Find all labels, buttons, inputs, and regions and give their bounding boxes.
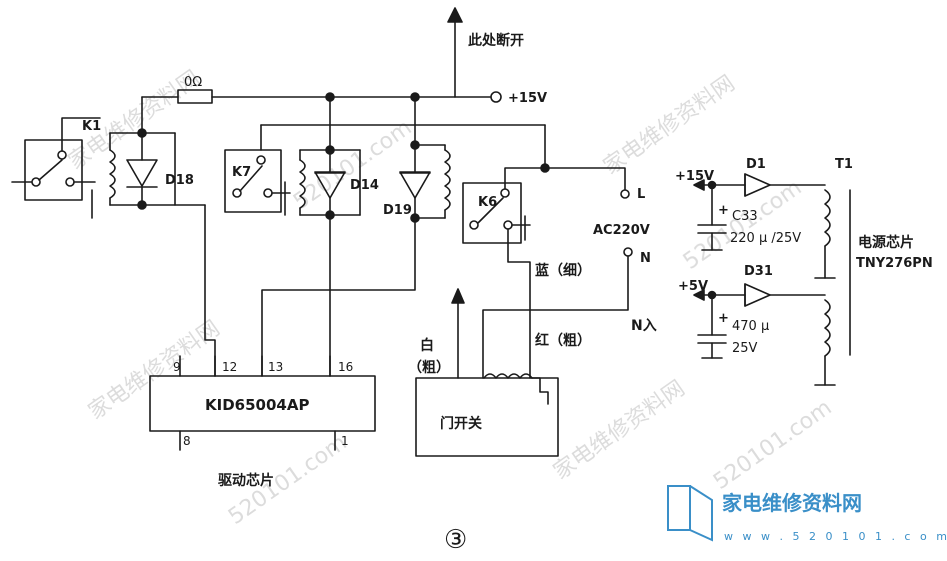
watermark-text: 家电维修资料网 <box>599 71 740 180</box>
psu-t1-label: T1 <box>835 157 853 172</box>
junction <box>410 92 420 102</box>
cap-c33-plus: + <box>718 203 729 218</box>
watermark-text: 520101.com <box>289 115 416 215</box>
ic-pin-8-label: 8 <box>183 434 191 448</box>
relay-k7-switch <box>224 149 282 213</box>
switch-blade <box>239 165 263 192</box>
diode-d18-label: D18 <box>165 173 194 188</box>
rail-label: +15V <box>508 91 547 106</box>
cap-c2-voltage: 25V <box>732 341 758 356</box>
rail-terminal <box>490 91 502 103</box>
top-arrow-head <box>447 7 463 23</box>
red-wire-label: 红（粗） <box>535 332 591 349</box>
wire-n <box>482 255 629 379</box>
cap-c2-plus: + <box>718 311 729 326</box>
cap-c33-value: 220 μ /25V <box>730 231 801 246</box>
site-logo: 家电维修资料网 w w w . 5 2 0 1 0 1 . c o m <box>667 485 947 543</box>
psu-chip-name: TNY276PN <box>856 256 933 271</box>
white-wire-label: 白 <box>420 337 434 354</box>
watermark-text: 520101.com <box>709 395 836 495</box>
switch-blade <box>38 159 63 181</box>
figure-number: ③ <box>444 525 467 555</box>
n-in-label: N入 <box>631 318 657 334</box>
logo-book-icon <box>667 485 713 542</box>
door-switch-label: 门开关 <box>440 415 482 432</box>
contact <box>65 177 75 187</box>
white-wire-label-2: （粗） <box>408 359 450 376</box>
diode-d31 <box>744 283 771 307</box>
ic-pin-9-label: 9 <box>173 360 181 374</box>
logo-url: w w w . 5 2 0 1 0 1 . c o m <box>724 530 947 543</box>
psu-chip-label: 电源芯片 <box>858 234 914 251</box>
relay-k6-switch <box>462 182 522 244</box>
ac-label: AC220V <box>593 223 650 238</box>
contact <box>232 188 242 198</box>
contact <box>31 177 41 187</box>
switch-blade <box>477 197 504 224</box>
contact <box>256 155 266 165</box>
door-coil <box>483 373 533 379</box>
psu-v15-label: +15V <box>675 169 714 184</box>
ac-terminal-l <box>620 189 630 199</box>
cap-c33-label: C33 <box>732 209 758 224</box>
diode-d18 <box>126 159 158 187</box>
relay-coil-k7 <box>299 159 306 209</box>
diode-d19 <box>399 171 431 199</box>
relay-k1-label: K1 <box>82 119 101 134</box>
transformer-winding <box>824 299 831 357</box>
psu-d31-label: D31 <box>744 264 773 279</box>
contact <box>469 220 479 230</box>
v15-arrow <box>693 179 705 191</box>
junction <box>325 92 335 102</box>
contact <box>500 188 510 198</box>
relay-k7-label: K7 <box>232 165 251 180</box>
top-arrow-label: 此处断开 <box>468 32 524 49</box>
door-switch-box <box>415 377 559 457</box>
ac-terminal-n <box>623 247 633 257</box>
contact <box>503 220 513 230</box>
relay-coil-k1 <box>109 149 116 199</box>
ic-name: KID65004AP <box>205 396 309 414</box>
wire-blue <box>507 228 531 379</box>
relay-k6-label: K6 <box>478 195 497 210</box>
ic-caption: 驱动芯片 <box>218 472 274 489</box>
watermark-text: 家电维修资料网 <box>84 316 225 425</box>
blue-wire-label: 蓝（细） <box>535 262 591 279</box>
psu-d1-label: D1 <box>746 157 766 172</box>
v5-arrow <box>693 289 705 301</box>
ac-l-label: L <box>637 187 645 202</box>
ic-pin-12-label: 12 <box>222 360 237 374</box>
watermark-text: 家电维修资料网 <box>549 376 690 485</box>
white-wire-arrow <box>451 288 465 304</box>
ic-pin-1-label: 1 <box>341 434 349 448</box>
cap-c2-value: 470 μ <box>732 319 769 334</box>
ic-pin-16-label: 16 <box>338 360 353 374</box>
resistor-label: 0Ω <box>184 75 202 90</box>
logo-text: 家电维修资料网 <box>722 491 862 515</box>
wire <box>531 377 549 405</box>
contact <box>263 188 273 198</box>
wire <box>544 167 626 191</box>
ic-pin-13-label: 13 <box>268 360 283 374</box>
diode-d14-label: D14 <box>350 178 379 193</box>
wire <box>61 117 101 152</box>
ac-n-label: N <box>640 251 651 266</box>
watermark-layer: 家电维修资料网 520101.com 家电维修资料网 520101.com 家电… <box>64 66 836 530</box>
junction <box>137 200 147 210</box>
transformer-winding <box>824 189 831 247</box>
relay-coil-k6 <box>444 149 451 211</box>
psu-v5-label: +5V <box>678 279 708 294</box>
relay-k1-switch <box>24 139 83 201</box>
wire <box>261 217 416 377</box>
diode-d19-label: D19 <box>383 203 412 218</box>
contact <box>57 150 67 160</box>
wire <box>204 204 216 377</box>
wire <box>504 167 546 191</box>
